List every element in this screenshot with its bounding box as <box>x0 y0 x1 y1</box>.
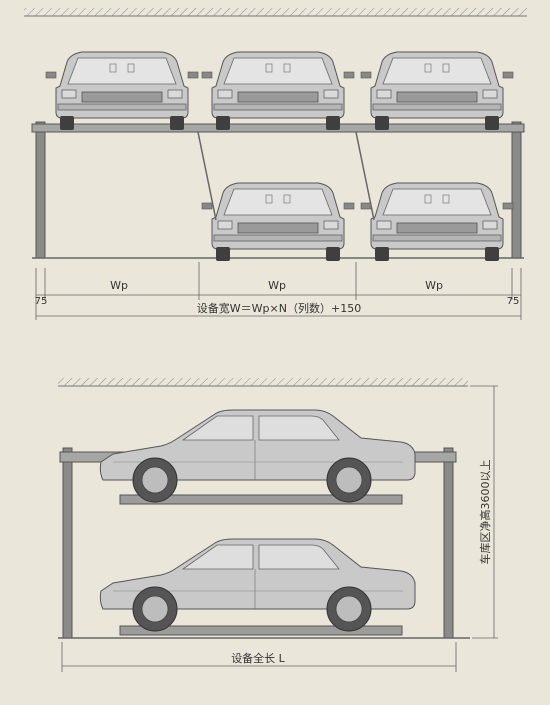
upper-deck-beam <box>31 123 525 133</box>
clear-height-label: 车库区净高3600以上 <box>478 460 492 565</box>
upper-car-middle <box>201 51 355 131</box>
upper-pallet <box>119 494 403 505</box>
lower-car-side <box>99 538 416 632</box>
lift-cable-left <box>197 131 217 221</box>
total-length-label: 设备全长 L <box>231 651 285 665</box>
lower-car-middle <box>201 182 355 262</box>
side-post-right <box>443 447 454 639</box>
lift-cable-right <box>355 131 375 221</box>
upper-car-right <box>360 51 514 131</box>
side-view: 设备全长 L 车库区净高3600以上 <box>58 378 498 672</box>
ceiling-hatch-side <box>58 378 468 386</box>
bay-label-3: Wp <box>425 279 443 292</box>
bay-label-2: Wp <box>268 279 286 292</box>
total-width-formula: 设备宽W＝Wp×N（列数）+150 <box>197 301 361 315</box>
upper-car-side <box>99 409 416 503</box>
front-post-left <box>35 121 46 259</box>
lower-car-right <box>360 182 514 262</box>
offset-label-right: 75 <box>507 296 520 307</box>
bay-label-1: Wp <box>110 279 128 292</box>
lower-pallet <box>119 625 403 636</box>
front-post-right <box>511 121 522 259</box>
ceiling-hatch-front <box>24 8 527 16</box>
side-post-left <box>62 447 73 639</box>
upper-car-left <box>45 51 199 131</box>
front-view: Wp Wp Wp 75 75 设备宽W＝Wp×N（列数）+150 <box>24 8 527 320</box>
offset-label-left: 75 <box>35 296 48 307</box>
